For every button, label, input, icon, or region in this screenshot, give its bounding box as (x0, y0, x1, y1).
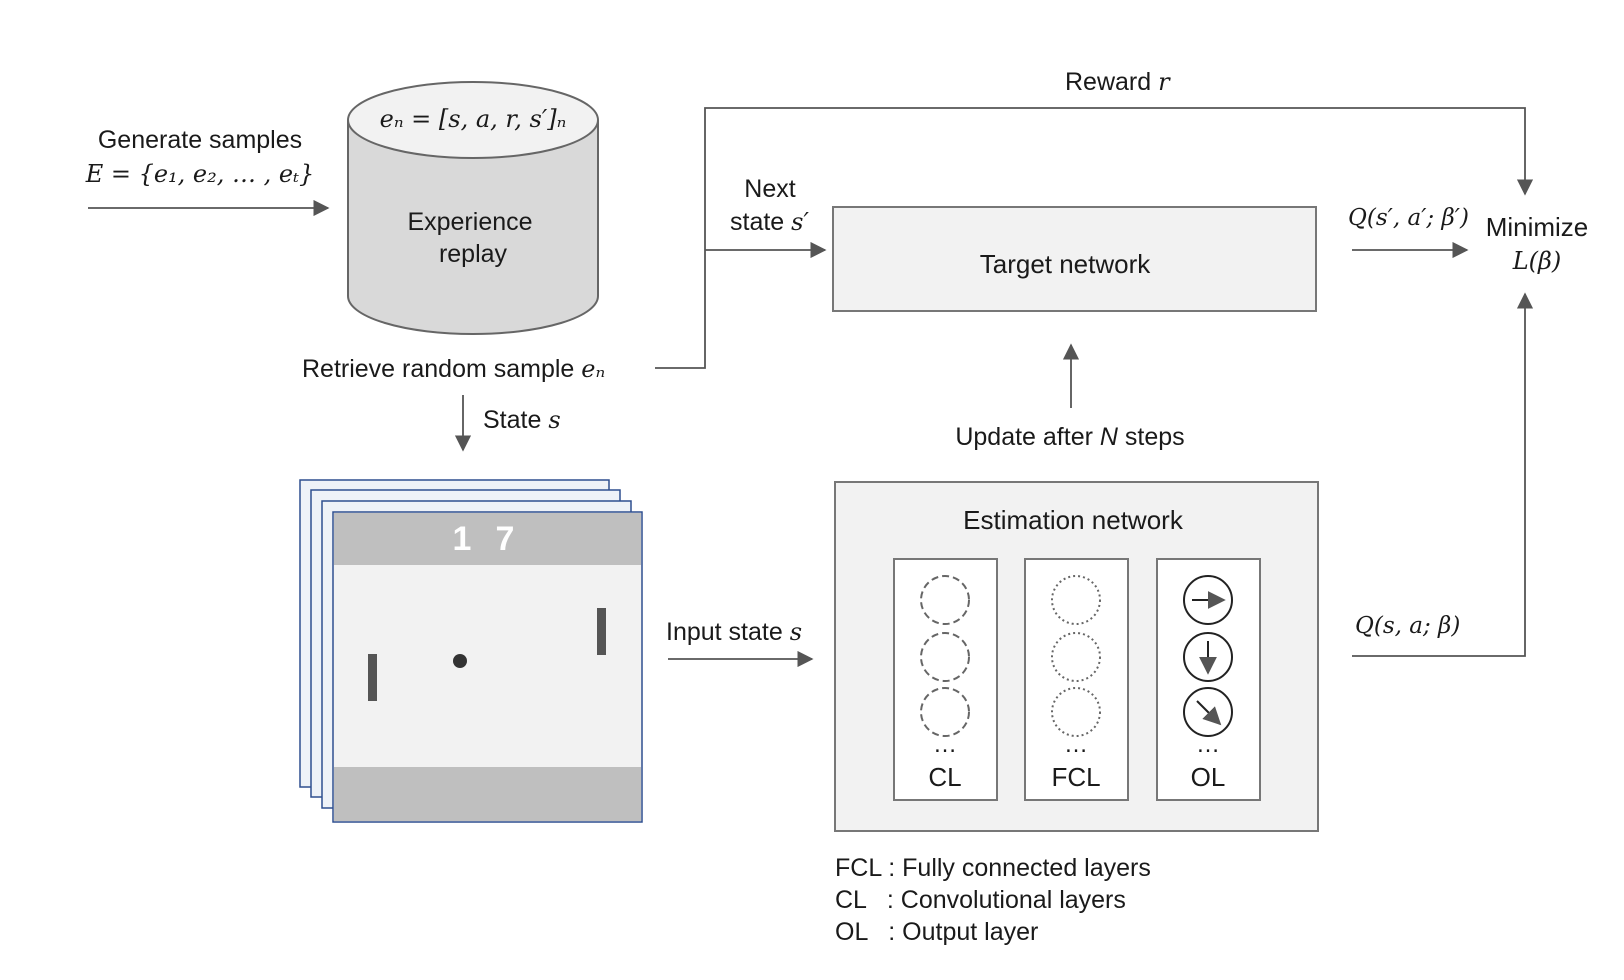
score-right: 7 (496, 520, 515, 558)
retrieve-sample-label: Retrieve random sample eₙ (302, 355, 605, 383)
cl-neuron (920, 687, 970, 737)
game-frame-stack (299, 479, 643, 823)
legend-cl: CL : Convolutional layers (835, 886, 1126, 914)
cl-neuron (920, 632, 970, 682)
right-paddle (597, 608, 606, 655)
experience-replay-label-line2: replay (439, 240, 508, 268)
generate-samples-label: Generate samples (98, 126, 302, 154)
reward-label: Reward r (1065, 68, 1171, 96)
ol-neuron-down-icon (1183, 632, 1233, 682)
cl-ellipsis: … (933, 731, 957, 758)
input-state-label: Input state s (666, 618, 802, 646)
update-label: Update after N steps (955, 423, 1184, 451)
target-network-box (832, 206, 1317, 312)
cl-label: CL (928, 762, 961, 792)
estimation-network-title: Estimation network (963, 505, 1184, 535)
q-estimate-arrow (1352, 292, 1534, 657)
q-target-formula: Q(s′, a′; β′) (1348, 205, 1469, 231)
fcl-ellipsis: … (1064, 731, 1088, 758)
sample-set-formula: E = {e₁, e₂, … , eₜ} (85, 160, 315, 188)
ol-neuron-diagonal-icon (1183, 687, 1233, 737)
transition-formula: eₙ = [s, a, r, s′]ₙ (380, 105, 567, 133)
cl-neuron (920, 575, 970, 625)
left-paddle (368, 654, 377, 701)
ol-ellipsis: … (1196, 731, 1220, 758)
legend-fcl: FCL : Fully connected layers (835, 854, 1151, 882)
state-label: State s (483, 406, 561, 434)
next-state-label-line2: state s′ (730, 208, 809, 236)
experience-replay-cylinder (347, 81, 599, 335)
score-left: 1 (453, 520, 472, 558)
experience-replay-label-line1: Experience (407, 208, 532, 236)
fcl-neuron (1051, 687, 1101, 737)
cl-layer-box (893, 558, 998, 801)
game-ball (453, 654, 467, 668)
q-estimate-formula: Q(s, a; β) (1355, 613, 1460, 639)
ol-label: OL (1191, 762, 1226, 792)
loss-formula: L(β) (1512, 247, 1562, 275)
fcl-label: FCL (1051, 762, 1100, 792)
game-score-bar (334, 513, 641, 565)
reward-path-arrow (655, 107, 1534, 369)
target-network-label: Target network (980, 249, 1152, 279)
minimize-label: Minimize (1486, 212, 1589, 242)
legend-ol: OL : Output layer (835, 918, 1038, 946)
game-bottom-bar (334, 767, 641, 821)
fcl-neuron (1051, 575, 1101, 625)
fcl-layer-box (1024, 558, 1129, 801)
ol-neuron-right-icon (1183, 575, 1233, 625)
fcl-neuron (1051, 632, 1101, 682)
next-state-label-line1: Next (744, 175, 795, 203)
